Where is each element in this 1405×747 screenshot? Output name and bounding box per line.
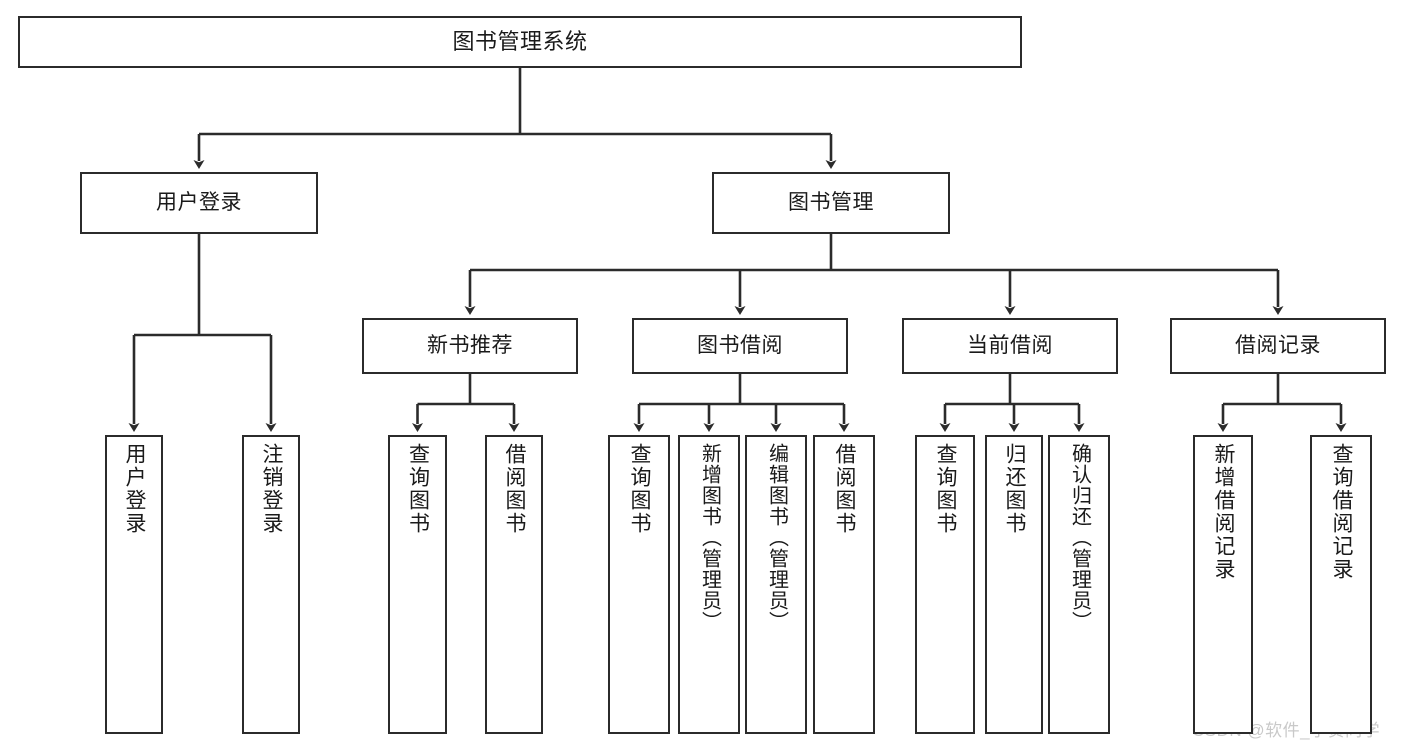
node-label: 注销登录 [260, 443, 284, 535]
node-l3-logout[interactable]: 注销登录 [242, 435, 300, 734]
node-label: 用户登录 [123, 443, 147, 535]
node-l3-return[interactable]: 归还图书 [985, 435, 1043, 734]
node-label: 查询图书 [406, 443, 430, 535]
node-label: 用户登录 [156, 190, 242, 214]
node-l1-user[interactable]: 用户登录 [80, 172, 318, 234]
node-l3-query-rec[interactable]: 查询借阅记录 [1310, 435, 1372, 734]
node-label: 当前借阅 [967, 333, 1053, 357]
node-l2-borrow[interactable]: 图书借阅 [632, 318, 848, 374]
node-label: 查询图书 [628, 443, 652, 535]
node-label: 编辑图书（管理员） [765, 443, 788, 632]
node-label: 图书管理系统 [452, 29, 588, 55]
node-label: 新增图书（管理员） [698, 443, 721, 632]
node-label: 借阅图书 [833, 443, 857, 535]
node-label: 新书推荐 [427, 333, 513, 357]
node-label: 借阅记录 [1235, 333, 1321, 357]
node-label: 查询借阅记录 [1330, 443, 1354, 581]
node-label: 图书借阅 [697, 333, 783, 357]
node-label: 归还图书 [1003, 443, 1027, 535]
node-l3-add-book[interactable]: 新增图书（管理员） [678, 435, 740, 734]
node-l2-newbook[interactable]: 新书推荐 [362, 318, 578, 374]
node-l3-query-new[interactable]: 查询图书 [388, 435, 447, 734]
node-label: 查询图书 [934, 443, 958, 535]
node-label: 图书管理 [788, 190, 874, 214]
node-l3-edit-book[interactable]: 编辑图书（管理员） [745, 435, 807, 734]
node-l3-borrow-new[interactable]: 借阅图书 [485, 435, 543, 734]
node-l2-current[interactable]: 当前借阅 [902, 318, 1118, 374]
node-l3-confirm[interactable]: 确认归还（管理员） [1048, 435, 1110, 734]
node-l1-book[interactable]: 图书管理 [712, 172, 950, 234]
node-l3-borrow-b[interactable]: 借阅图书 [813, 435, 875, 734]
node-root[interactable]: 图书管理系统 [18, 16, 1022, 68]
node-label: 新增借阅记录 [1212, 443, 1236, 581]
node-l3-query-c[interactable]: 查询图书 [915, 435, 975, 734]
node-label: 确认归还（管理员） [1068, 443, 1091, 632]
node-l3-query-b[interactable]: 查询图书 [608, 435, 670, 734]
node-l3-login[interactable]: 用户登录 [105, 435, 163, 734]
node-l2-record[interactable]: 借阅记录 [1170, 318, 1386, 374]
node-l3-add-rec[interactable]: 新增借阅记录 [1193, 435, 1253, 734]
node-label: 借阅图书 [503, 443, 527, 535]
